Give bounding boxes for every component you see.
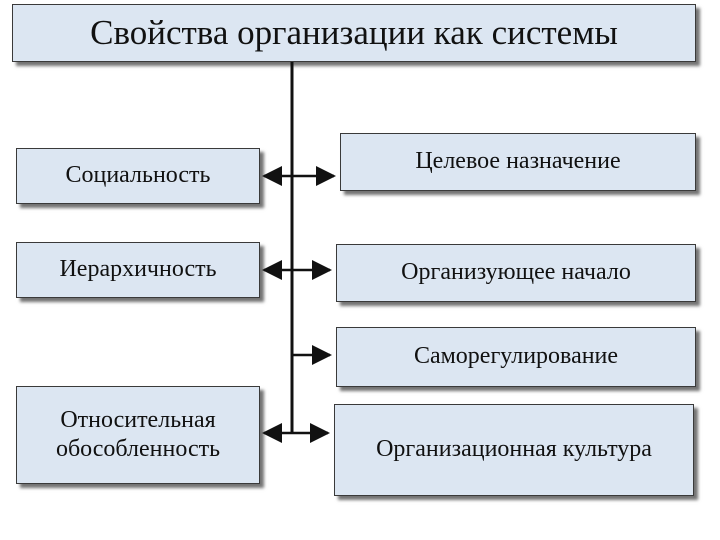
- property-organizuyushchee-nachalo: Организующее начало: [336, 244, 696, 302]
- property-socialnost: Социальность: [16, 148, 260, 204]
- property-tselevoe-naznachenie: Целевое назначение: [340, 133, 696, 191]
- diagram-title: Свойства организации как системы: [12, 4, 696, 62]
- property-otnositelnaya-obosoblennost: Относительная обособленность: [16, 386, 260, 484]
- property-organizatsionnaya-kultura: Организационная культура: [334, 404, 694, 496]
- property-samoregulirovanie: Саморегулирование: [336, 327, 696, 387]
- property-ierarkhichnost: Иерархичность: [16, 242, 260, 298]
